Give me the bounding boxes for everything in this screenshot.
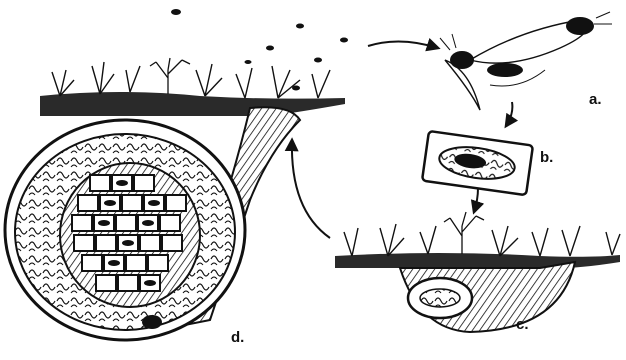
panel-c-soil-cell (335, 212, 620, 332)
panel-label-c: c. (516, 316, 529, 333)
ground-surface-d (40, 92, 345, 116)
panel-a-adult-wasps (440, 12, 612, 110)
panel-b-cocoon-cell (422, 131, 533, 195)
panel-label-a: a. (589, 91, 602, 108)
grass-tufts-c (344, 224, 620, 256)
nest-dark-mass (142, 315, 162, 329)
flying-wasps (171, 9, 348, 91)
arrow-c-to-d (292, 140, 330, 238)
arrow-d-to-a (368, 41, 438, 48)
arrow-a-to-b (506, 102, 512, 126)
shrub-c (444, 212, 484, 254)
panel-d-nest (5, 9, 348, 340)
shrub-d (150, 58, 190, 94)
panel-label-d: d. (231, 329, 244, 346)
nest-comb (60, 163, 200, 307)
ground-surface-c (335, 253, 620, 268)
arrow-b-to-c (474, 188, 478, 212)
panel-label-b: b. (540, 149, 553, 166)
